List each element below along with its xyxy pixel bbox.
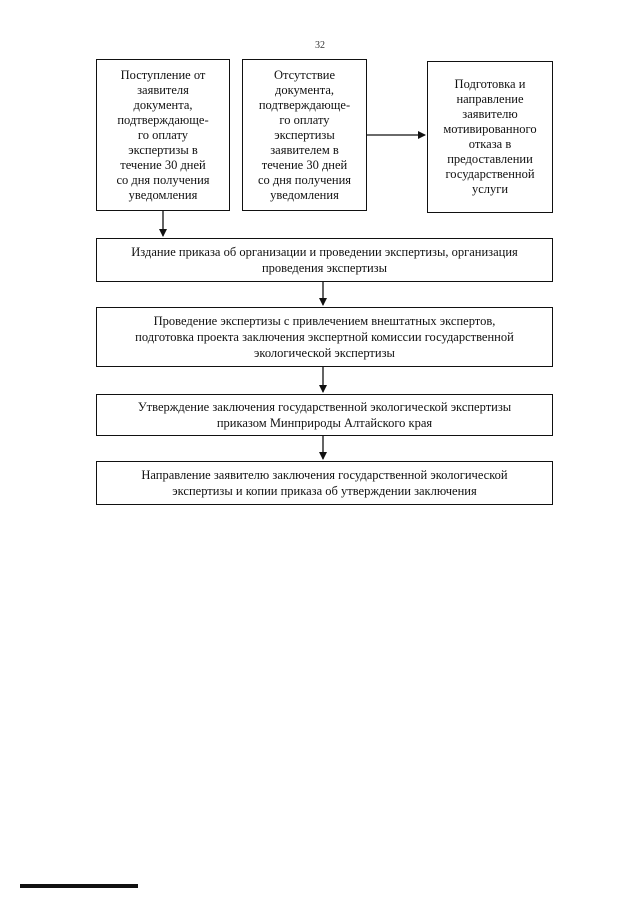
payment-received-box: Поступление от заявителя документа, подт… [96,59,230,211]
order-issue-box: Издание приказа об организации и проведе… [96,238,553,282]
conclusion-send-box: Направление заявителю заключения государ… [96,461,553,505]
expertise-conduct-box: Проведение экспертизы с привлечением вне… [96,307,553,367]
page-number: 32 [315,40,325,51]
footer-rule [20,884,138,888]
payment-absent-box: Отсутствие документа, подтверждающе- го … [242,59,367,211]
refusal-box: Подготовка и направление заявителю мотив… [427,61,553,213]
conclusion-approval-box: Утверждение заключения государственной э… [96,394,553,436]
